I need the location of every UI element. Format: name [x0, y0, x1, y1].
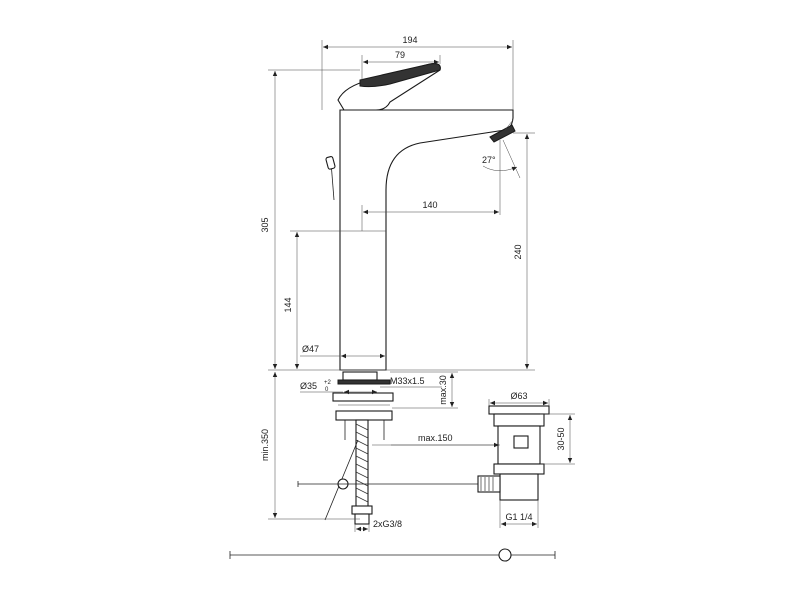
- dim-thread: M33x1.5: [390, 376, 425, 386]
- dim-min-depth: min.350: [260, 429, 270, 461]
- dimension-labels: 194 79 305 240 140 144 Ø47 27° Ø35 +2 0 …: [260, 35, 566, 529]
- popup-knob: [325, 156, 336, 170]
- base-ring: [337, 379, 391, 385]
- dim-waste-thread: G1 1/4: [505, 512, 532, 522]
- waste-cap: [488, 405, 550, 415]
- mounting-plate: [332, 392, 394, 402]
- dim-waste-range: 30-50: [556, 427, 566, 450]
- faucet-body: [339, 109, 514, 371]
- dim-max-distance: max.150: [418, 433, 453, 443]
- dimension-lines: [268, 40, 575, 532]
- level-bar: [229, 548, 556, 562]
- dim-hose-connection: 2xG3/8: [373, 519, 402, 529]
- mounting-nut: [335, 410, 393, 421]
- dim-spout-reach: 140: [422, 200, 437, 210]
- dim-overall-height: 305: [260, 217, 270, 232]
- dim-lever-width: 79: [395, 50, 405, 60]
- dim-body-diameter: Ø47: [302, 344, 319, 354]
- faucet: [297, 63, 516, 525]
- aerator: [489, 124, 516, 143]
- waste-nut: [493, 463, 545, 475]
- spout-edge: [504, 119, 514, 131]
- waste-tail: [499, 473, 539, 501]
- dim-hole-diameter: Ø35: [300, 381, 317, 391]
- waste-assembly: [477, 405, 550, 501]
- dim-width-top: 194: [402, 35, 417, 45]
- dim-hole-tol-lower: 0: [325, 387, 329, 393]
- dim-spout-angle: 27°: [482, 155, 496, 165]
- waste-flange: [493, 413, 545, 427]
- dim-spout-height: 240: [513, 244, 523, 259]
- waste-body: [497, 425, 541, 465]
- dim-hole-tol-upper: +2: [324, 380, 332, 386]
- base-flange: [342, 371, 378, 381]
- dim-max-thickness: max.30: [438, 375, 448, 405]
- dim-waste-diameter: Ø63: [510, 391, 527, 401]
- flex-hose: [351, 419, 373, 525]
- dim-body-height: 144: [283, 297, 293, 312]
